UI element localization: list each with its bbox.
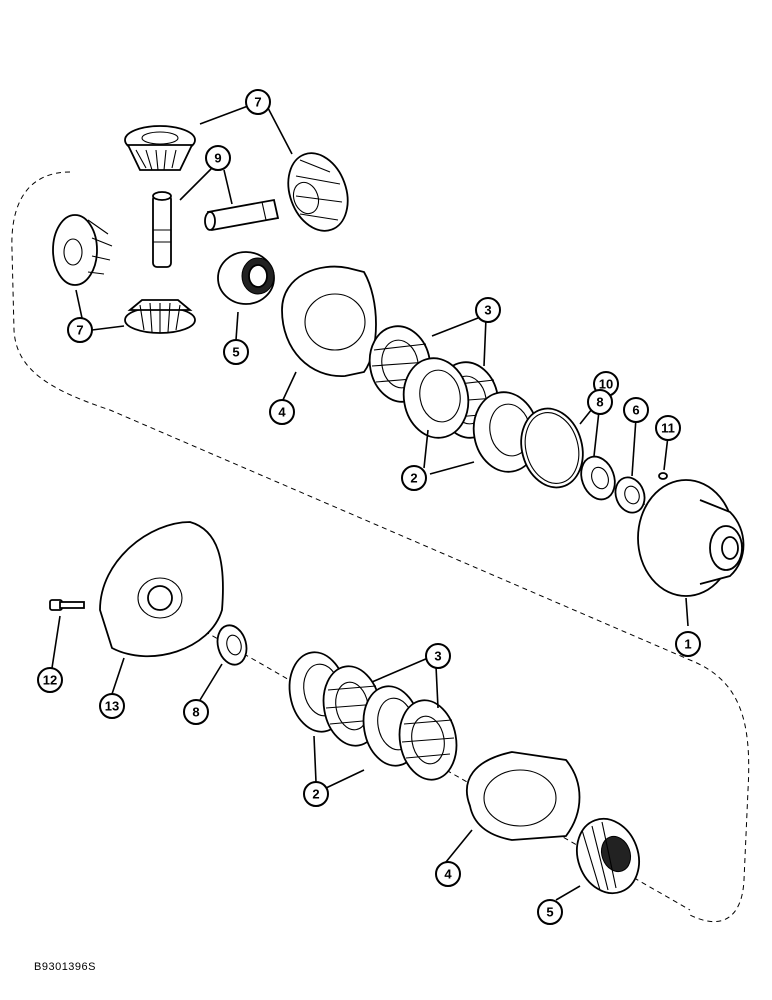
cross-pin-horizontal	[204, 198, 280, 232]
cross-pin-vertical	[152, 191, 172, 268]
snap-ring	[520, 407, 584, 489]
assembly-boundary	[11, 171, 750, 923]
washer-upper	[580, 455, 616, 501]
callout-label: 10	[599, 377, 613, 392]
callout-4-upper: 4	[269, 399, 295, 425]
callout-label: 8	[596, 395, 603, 410]
carrier-ring-lower	[465, 751, 581, 841]
bolt	[49, 599, 85, 611]
callout-label: 5	[546, 905, 553, 920]
callout-13: 13	[99, 693, 125, 719]
callout-label: 2	[312, 787, 319, 802]
callout-11: 11	[655, 415, 681, 441]
callout-label: 9	[214, 151, 221, 166]
leader-lines	[51, 105, 689, 901]
callout-label: 4	[278, 405, 286, 420]
splined-hub-upper	[217, 251, 275, 305]
callout-3-lower: 3	[425, 643, 451, 669]
callout-label: 12	[43, 673, 57, 688]
callout-1: 1	[675, 631, 701, 657]
callout-8-upper: 8	[587, 389, 613, 415]
callout-4-lower: 4	[435, 861, 461, 887]
callout-5-lower: 5	[537, 899, 563, 925]
callout-3-upper: 3	[475, 297, 501, 323]
side-gear-left	[52, 214, 113, 286]
callout-2-lower: 2	[303, 781, 329, 807]
lock-pin	[658, 472, 668, 480]
catalog-number: B9301396S	[34, 961, 96, 973]
callout-label: 7	[254, 95, 261, 110]
carrier-ring-upper	[281, 265, 377, 377]
thrust-washer-upper	[614, 476, 646, 514]
callout-2-upper: 2	[401, 465, 427, 491]
side-gear-right	[287, 152, 349, 232]
steel-plate-upper-1	[402, 357, 470, 439]
side-gear-lower	[576, 817, 640, 895]
callout-label: 1	[684, 637, 691, 652]
callout-12: 12	[37, 667, 63, 693]
callout-label: 3	[434, 649, 441, 664]
callout-7-top: 7	[245, 89, 271, 115]
callout-label: 7	[76, 323, 83, 338]
callout-6-upper: 6	[623, 397, 649, 423]
callout-label: 13	[105, 699, 119, 714]
callout-label: 4	[444, 867, 452, 882]
callout-label: 3	[484, 303, 491, 318]
side-gear-top	[124, 125, 196, 171]
callout-label: 5	[232, 345, 239, 360]
callout-8-lower: 8	[183, 699, 209, 725]
callout-9: 9	[205, 145, 231, 171]
side-gear-bottom	[124, 299, 196, 334]
callout-label: 11	[661, 421, 675, 436]
callout-label: 2	[410, 471, 417, 486]
friction-plate-lower-2	[398, 699, 458, 781]
callout-5-upper: 5	[223, 339, 249, 365]
callout-label: 8	[192, 705, 199, 720]
washer-lower	[216, 624, 248, 666]
cover-plate	[99, 521, 224, 658]
callout-7-left: 7	[67, 317, 93, 343]
callout-label: 6	[632, 403, 639, 418]
differential-housing	[637, 479, 745, 597]
